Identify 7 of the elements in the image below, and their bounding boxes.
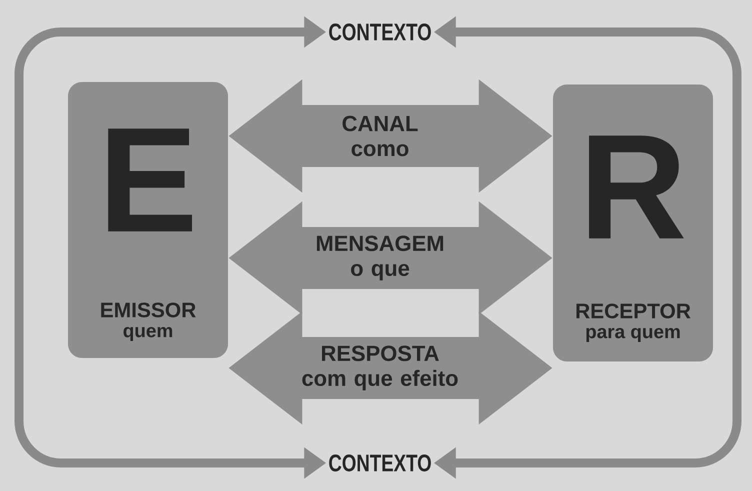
person-box: E EMISSOR quem bbox=[68, 82, 228, 358]
person-box: R RECEPTOR para quem bbox=[553, 84, 713, 362]
context-label: CONTEXTO bbox=[329, 454, 431, 472]
arrow-label: RESPOSTA com que efeito bbox=[302, 346, 458, 390]
arrow-label: MENSAGEM o que bbox=[316, 236, 444, 280]
context-label: CONTEXTO bbox=[329, 24, 431, 40]
arrow-label: CANAL como bbox=[342, 116, 418, 156]
